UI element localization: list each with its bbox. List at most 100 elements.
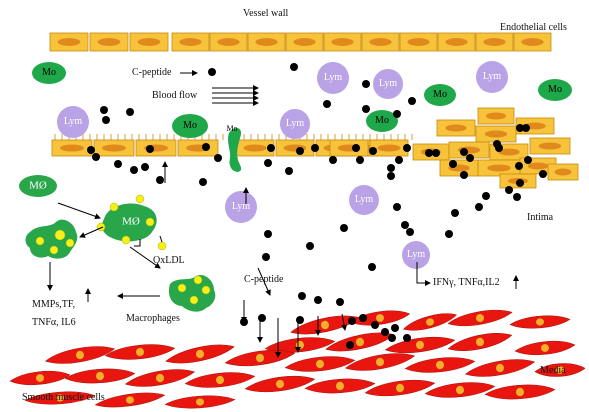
c-peptide-particle (141, 163, 149, 171)
endothelial-nucleus (484, 130, 508, 138)
endothelial-nucleus (487, 164, 511, 172)
c-peptide-particle (362, 105, 370, 113)
lymphocyte-cell (476, 61, 508, 93)
c-peptide-particle (403, 144, 411, 152)
smooth-muscle-cell (447, 333, 513, 351)
endothelial-cell (547, 163, 579, 181)
smooth-muscle-cell (244, 375, 316, 393)
smooth-muscle-nucleus (275, 379, 285, 389)
smooth-muscle-nucleus (126, 396, 134, 404)
c-peptide-particle (515, 162, 523, 170)
c-peptide-particles (87, 63, 547, 349)
endothelial-cell (323, 32, 362, 52)
lymphocyte-cell (317, 62, 349, 94)
endothelial-cell (89, 32, 129, 52)
transmigrating-monocyte (228, 127, 242, 172)
monocyte-label: Mo (548, 84, 562, 95)
lymphocyte-label: Lym (406, 249, 426, 260)
smooth-muscle-cell (402, 313, 458, 331)
oxldl-particle (121, 235, 131, 245)
endothelial-cell (329, 139, 369, 157)
c-peptide-particle (393, 110, 401, 118)
endothelial-nucleus (377, 144, 401, 152)
c-peptide-particle (323, 100, 331, 108)
endothelial-nucleus (255, 38, 278, 46)
media-label: Media (540, 365, 566, 376)
c-peptide-particle (460, 171, 468, 179)
smooth-muscle-nucleus (395, 383, 405, 393)
endothelial-cell (209, 32, 248, 52)
c-peptide-particle (199, 178, 207, 186)
foam-cell (25, 219, 78, 259)
oxldl-particle (54, 229, 66, 241)
oxldl-particle (96, 222, 106, 232)
c-peptide-particle (516, 124, 524, 132)
endothelial-cell (475, 32, 514, 52)
smooth-muscle-cell (364, 379, 436, 397)
smooth-muscle-cell (184, 372, 256, 388)
endothelial-nucleus (527, 162, 549, 170)
endothelial-nucleus (137, 38, 161, 46)
lymphocyte-label: Lym (285, 118, 305, 129)
c-peptide-particle (449, 160, 457, 168)
c-peptide-particle (406, 228, 414, 236)
c-peptide-particle (146, 145, 154, 153)
smooth-muscle-nucleus (455, 385, 465, 395)
endothelial-cell (285, 32, 324, 52)
smooth-muscle-cell (44, 346, 116, 364)
c-peptide-particle (130, 166, 138, 174)
oxldl-particle (135, 194, 145, 204)
oxldl-particle (145, 217, 155, 227)
c-peptide-particle (264, 230, 272, 238)
smooth-muscle-cell (64, 368, 136, 384)
c-peptide-particle (513, 193, 521, 201)
smooth-muscle-cell (534, 363, 586, 377)
smooth-muscle-nucleus (536, 318, 544, 326)
monocyte-cell (424, 84, 456, 106)
blood-flow-arrows (212, 85, 259, 106)
c-peptide-particle (391, 324, 399, 332)
c-peptide-particle (258, 314, 266, 322)
c-peptide-particle (401, 221, 409, 229)
c-peptide-particle (387, 164, 395, 172)
endothelial-cell (439, 159, 479, 177)
smooth-muscle-cell (94, 392, 166, 408)
c-peptide-particle (369, 147, 377, 155)
c-peptide-particle (493, 140, 501, 148)
endothelial-cell (171, 32, 210, 52)
endothelial-nucleus (331, 38, 354, 46)
c-peptide-particle (381, 328, 389, 336)
endothelial-nucleus (445, 124, 467, 132)
c-peptide-particle (451, 209, 459, 217)
smooth-muscle-nucleus (196, 398, 204, 406)
monocyte-cell (366, 110, 398, 132)
smooth-muscle-nucleus (335, 381, 345, 391)
endothelial-layer-bottom (51, 134, 413, 157)
c-peptide-particle (505, 186, 513, 194)
endothelial-nucleus (485, 112, 507, 120)
monocyte-label: Mo (183, 120, 197, 131)
endothelial-cell (475, 125, 517, 143)
lymphocyte-cell (402, 241, 430, 269)
lymphocyte-cell (373, 69, 403, 99)
c-peptide-particle (114, 160, 122, 168)
smooth-muscle-nucleus (556, 366, 564, 374)
vessel-wall-label: Vessel wall (243, 8, 289, 19)
lymphocyte-cell (225, 191, 257, 223)
smooth-muscle-nucleus (495, 363, 505, 373)
macrophage-label: MØ (122, 215, 140, 228)
c-peptide-particle (296, 147, 304, 155)
smooth-muscle-nucleus (315, 359, 325, 369)
smooth-muscle-cell (165, 344, 235, 364)
c-peptide-particle (336, 298, 344, 306)
smooth-muscle-nucleus (215, 375, 225, 385)
c-peptide-particle (156, 176, 164, 184)
c-peptide-particle (371, 321, 379, 329)
endothelial-cell (477, 107, 515, 125)
endothelial-cell (129, 32, 169, 52)
monocyte-label: Mo (375, 115, 389, 126)
c-peptide-particle (362, 80, 370, 88)
lymphocyte-cell (280, 109, 310, 139)
cytokines-lymphocyte-label: IFNγ, TNFα,IL2 (433, 277, 500, 288)
